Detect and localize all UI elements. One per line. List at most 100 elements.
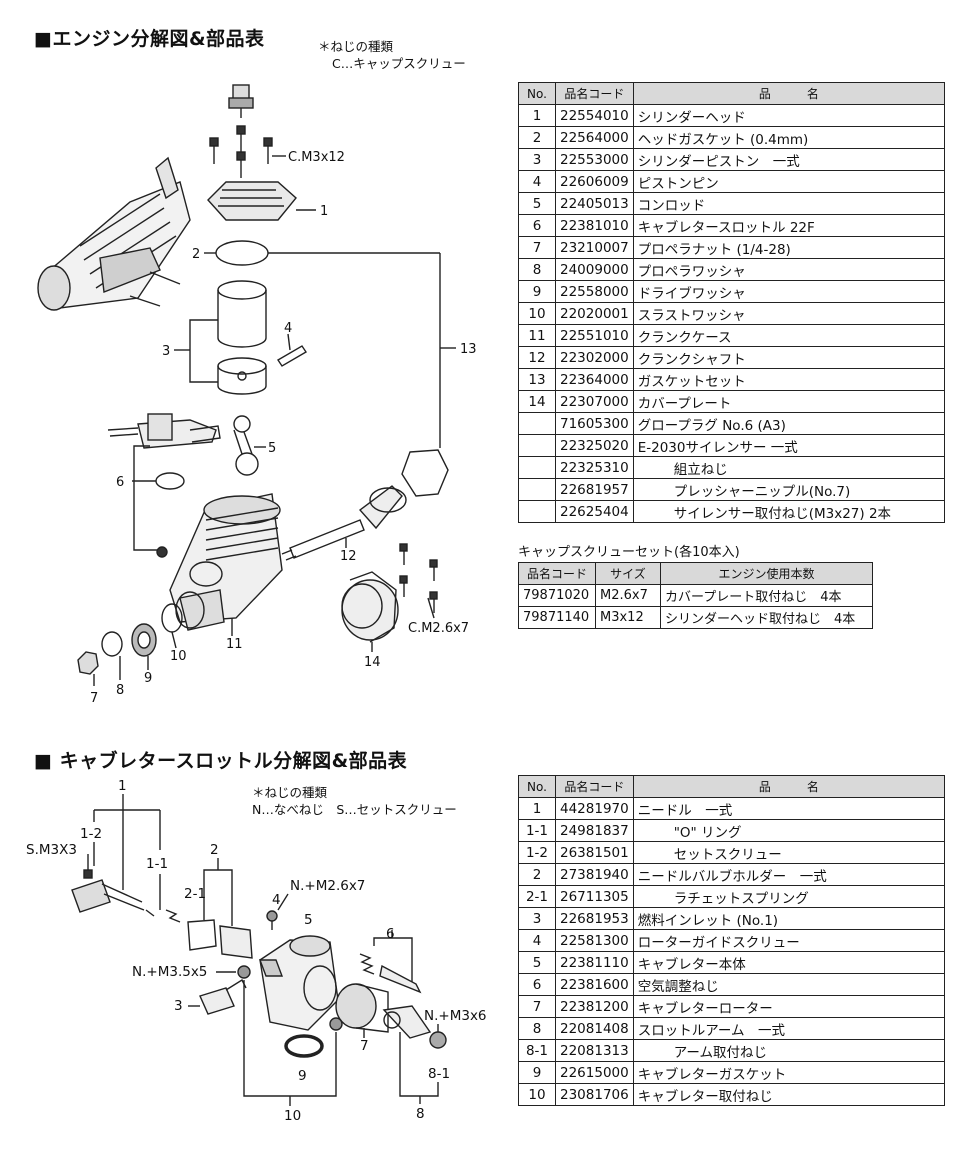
drive-washer-drawing [131,623,157,657]
part-code: 22615000 [555,1061,634,1084]
part-code: 22081408 [555,1017,634,1040]
part-no: 2 [518,126,556,149]
carb-screw-note: ＊ねじの種類 N…なべねじ S…セットスクリュー [252,784,457,818]
cover-screws-drawing [399,543,438,613]
gasket-set-drawing [401,449,449,497]
head-screws-drawing [209,125,273,178]
part-no: 14 [518,390,556,413]
part-name: ニードル 一式 [632,797,946,820]
fuel-inlet-drawing [199,978,247,1015]
part-name: プロペラワッシャ [632,258,946,281]
label-sm3x3: S.M3X3 [26,842,77,858]
cap-use: シリンダーヘッド取付ねじ 4本 [660,606,873,629]
part-name: "O" リング [632,819,946,842]
part-name: プロペラナット (1/4-28) [632,236,946,259]
cap-header-size: サイズ [595,562,661,585]
label-carb-3: 3 [174,998,183,1014]
label-part-2: 2 [192,247,200,262]
part-code: 22553000 [555,148,634,171]
part-code: 22307000 [555,390,634,413]
label-carb-6: 6 [386,926,395,942]
part-no: 5 [518,192,556,215]
part-name: グロープラグ No.6 (A3) [632,412,946,435]
air-screw-drawing [359,953,422,994]
part-code: 22381200 [555,995,634,1018]
cap-code: 79871020 [518,584,596,607]
label-cm26x7: C.M2.6x7 [408,621,469,636]
part-code: 22325020 [555,434,634,457]
needle-drawing [71,869,155,917]
part-code: 71605300 [555,412,634,435]
label-carb-8: 8 [416,1106,425,1122]
part-code: 24009000 [555,258,634,281]
label-part-4: 4 [284,321,292,336]
part-code: 22558000 [555,280,634,303]
part-code: 22081313 [555,1039,634,1062]
label-part-6: 6 [116,475,124,490]
cap-code: 79871140 [518,606,596,629]
engine-table-header-row: No. 品名コード 品 名 [518,82,946,105]
part-no [518,412,556,435]
part-no [518,478,556,501]
header-no: No. [518,82,556,105]
part-name: キャブレター本体 [632,951,946,974]
rotor-guide-screw-drawing [266,910,278,922]
part-name: プレッシャーニップル(No.7) [632,478,946,501]
header-code: 品名コード [555,82,634,105]
part-name: キャブレター取付ねじ [632,1083,946,1106]
label-part-8: 8 [116,683,124,698]
cap-screw-set-title: キャップスクリューセット(各10本入) [518,545,740,560]
label-part-7: 7 [90,691,98,706]
part-name: スラストワッシャ [632,302,946,325]
silencer-drawing [37,156,191,311]
label-carb-7: 7 [360,1038,369,1054]
carb-header-code: 品名コード [555,775,634,798]
part-no: 10 [518,302,556,325]
part-no: 3 [518,148,556,171]
part-name: クランクシャフト [632,346,946,369]
part-no: 5 [518,951,556,974]
part-no: 2 [518,863,556,886]
label-part-3: 3 [162,344,170,359]
carb-section-title: ■ キャブレタースロットル分解図&部品表 [34,750,408,772]
part-name: キャブレタースロットル 22F [632,214,946,237]
carb-note-line-1: ＊ねじの種類 [252,785,328,800]
part-name: 燃料インレット (No.1) [632,907,946,930]
label-part-13: 13 [460,342,477,357]
label-carb-10: 10 [284,1108,301,1124]
carb-gasket-drawing [155,472,185,490]
cap-size: M3x12 [595,606,661,629]
engine-note-line-1: ＊ねじの種類 [318,39,394,54]
cover-plate-drawing [341,571,399,643]
part-name: キャブレターガスケット [632,1061,946,1084]
piston-drawing [217,357,267,395]
cap-screw-header-row: 品名コード サイズ エンジン使用本数 [518,562,873,585]
part-no: 1-2 [518,841,556,864]
part-name: ガスケットセット [632,368,946,391]
label-carb-1-2: 1-2 [80,826,102,842]
part-no: 8 [518,1017,556,1040]
part-code: 22551010 [555,324,634,347]
part-no: 4 [518,929,556,952]
part-code: 22681957 [555,478,634,501]
part-no: 8-1 [518,1039,556,1062]
crankshaft-drawing [281,485,407,561]
part-name: セットスクリュー [632,841,946,864]
part-name: カバープレート [632,390,946,413]
part-name: ラチェットスプリング [632,885,946,908]
ratchet-spring-drawing [165,909,181,923]
